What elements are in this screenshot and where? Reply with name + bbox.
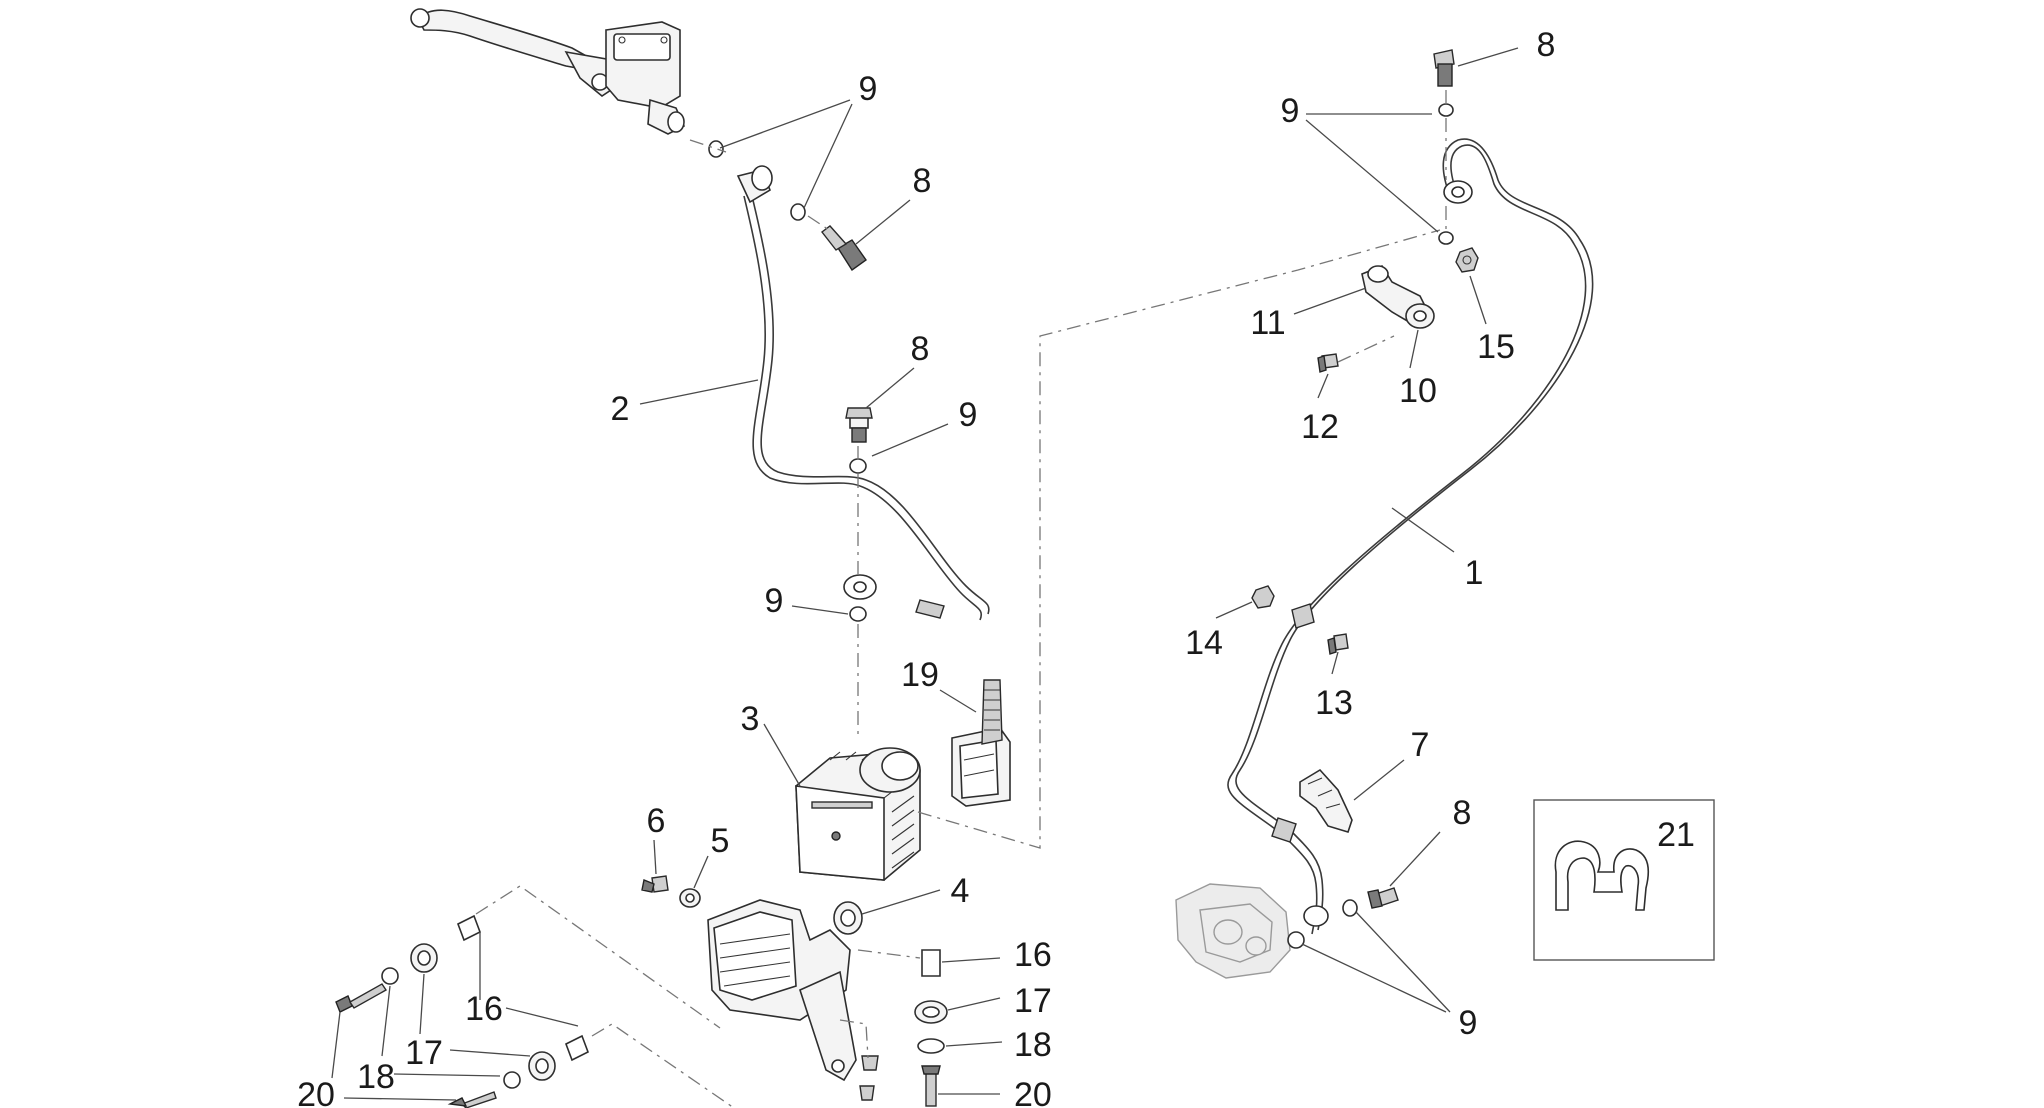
callout-17-right: 17 (1014, 982, 1052, 1020)
callout-1: 1 (1465, 554, 1484, 592)
hose-clamp-hardware (1251, 585, 1349, 655)
callout-15: 15 (1477, 328, 1515, 366)
abs-connector (951, 679, 1011, 807)
callout-9-top-left: 9 (859, 70, 878, 108)
callout-10: 10 (1399, 372, 1437, 410)
callout-6: 6 (647, 802, 666, 840)
callout-8-lower-right: 8 (1453, 794, 1472, 832)
callout-20-left: 20 (297, 1076, 335, 1108)
callout-20-right: 20 (1014, 1076, 1052, 1108)
assembly-dash-lines-left (475, 229, 1441, 1108)
callout-11: 11 (1250, 304, 1285, 342)
callout-14: 14 (1185, 624, 1223, 662)
callout-12: 12 (1301, 408, 1339, 446)
bracket-fasteners (335, 875, 948, 1108)
callout-9-mid-left: 9 (959, 396, 978, 434)
callout-7: 7 (1411, 726, 1430, 764)
callout-2: 2 (611, 390, 630, 428)
abs-hydraulic-unit (795, 747, 921, 881)
rear-brake-caliper (1175, 883, 1291, 979)
callout-3: 3 (741, 700, 760, 738)
front-brake-master-cylinder (410, 8, 686, 135)
rear-upper-fittings (1433, 49, 1455, 245)
clip-inset-box (1533, 799, 1715, 961)
hose-guide-clip (1299, 768, 1353, 833)
callout-18-right: 18 (1014, 1026, 1052, 1064)
front-brake-hose (736, 165, 990, 621)
abs-inlet-fittings (845, 407, 873, 740)
callout-17-left: 17 (405, 1034, 443, 1072)
leader-lines (331, 47, 1519, 1101)
callout-5: 5 (711, 822, 730, 860)
callout-18-left: 18 (357, 1058, 395, 1096)
callout-9-lower-right: 9 (1459, 1004, 1478, 1042)
callout-21: 21 (1657, 816, 1695, 854)
abs-mounting-bracket (707, 899, 863, 1082)
rear-brake-hose (1227, 138, 1594, 935)
copper-washer-icon (708, 140, 724, 158)
callout-labels: 1 2 3 4 5 6 7 8 8 8 8 9 9 9 9 9 10 11 12… (297, 26, 1695, 1108)
hose-guide-bracket (1317, 247, 1479, 373)
callout-13: 13 (1315, 684, 1353, 722)
copper-washer-icon (790, 203, 806, 221)
callout-8-top-left: 8 (913, 162, 932, 200)
caliper-fittings (1287, 887, 1399, 949)
callout-8-top-right: 8 (1537, 26, 1556, 64)
callout-16-right: 16 (1014, 936, 1052, 974)
upper-left-fittings (689, 139, 867, 271)
callout-9-lower-left: 9 (765, 582, 784, 620)
callout-16-left: 16 (465, 990, 503, 1028)
callout-9-top-right: 9 (1281, 92, 1300, 130)
callout-8-mid-left: 8 (911, 330, 930, 368)
callout-4: 4 (951, 872, 970, 910)
callout-19: 19 (901, 656, 939, 694)
